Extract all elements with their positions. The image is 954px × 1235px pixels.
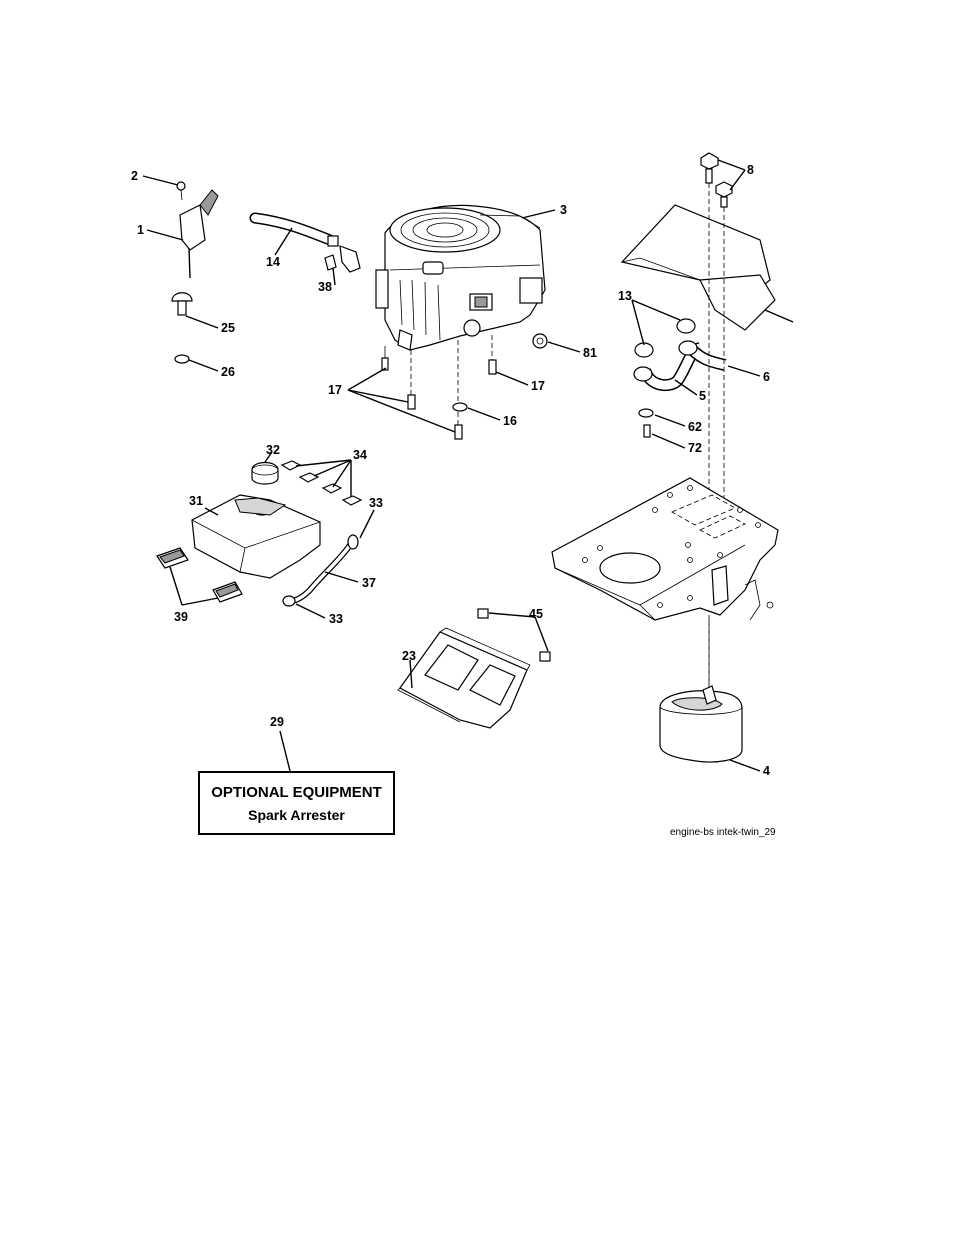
callout-17-left: 17	[328, 383, 342, 397]
callout-32: 32	[266, 443, 280, 457]
callout-6: 6	[763, 370, 770, 384]
callout-34: 34	[353, 448, 367, 462]
callout-33-top: 33	[369, 496, 383, 510]
engine-part	[376, 205, 545, 350]
callout-29: 29	[270, 715, 284, 729]
foam-pads-part	[282, 461, 361, 505]
nut-part	[533, 334, 547, 348]
optional-equipment-heading: OPTIONAL EQUIPMENT	[200, 784, 393, 801]
throttle-control-part	[177, 182, 218, 278]
callout-39: 39	[174, 610, 188, 624]
muffler-part	[660, 686, 742, 762]
callout-4: 4	[763, 764, 770, 778]
callout-81: 81	[583, 346, 597, 360]
callout-1: 1	[137, 223, 144, 237]
callout-23: 23	[402, 649, 416, 663]
knob-part	[172, 293, 192, 363]
callout-62: 62	[688, 420, 702, 434]
callout-45: 45	[529, 607, 543, 621]
callout-16: 16	[503, 414, 517, 428]
callout-5: 5	[699, 389, 706, 403]
optional-equipment-item: Spark Arrester	[200, 807, 393, 823]
callout-25: 25	[221, 321, 235, 335]
callout-26: 26	[221, 365, 235, 379]
callout-8: 8	[747, 163, 754, 177]
engine-cover-part	[192, 495, 320, 578]
heat-shield-part	[622, 205, 793, 330]
callout-17-right: 17	[531, 379, 545, 393]
callout-13: 13	[618, 289, 632, 303]
frame-part	[552, 478, 778, 620]
callout-2: 2	[131, 169, 138, 183]
callout-37: 37	[362, 576, 376, 590]
callout-72: 72	[688, 441, 702, 455]
cap-part	[252, 463, 278, 485]
callout-33-bottom: 33	[329, 612, 343, 626]
callout-14: 14	[266, 255, 280, 269]
callout-31: 31	[189, 494, 203, 508]
engine-bolts-part	[382, 335, 496, 439]
optional-equipment-box: OPTIONAL EQUIPMENT Spark Arrester	[198, 771, 395, 835]
callout-3: 3	[560, 203, 567, 217]
callout-38: 38	[318, 280, 332, 294]
exhaust-pipes-part	[634, 319, 725, 437]
bracket-plate-part	[398, 609, 550, 728]
diagram-caption: engine-bs intek-twin_29	[670, 827, 776, 838]
